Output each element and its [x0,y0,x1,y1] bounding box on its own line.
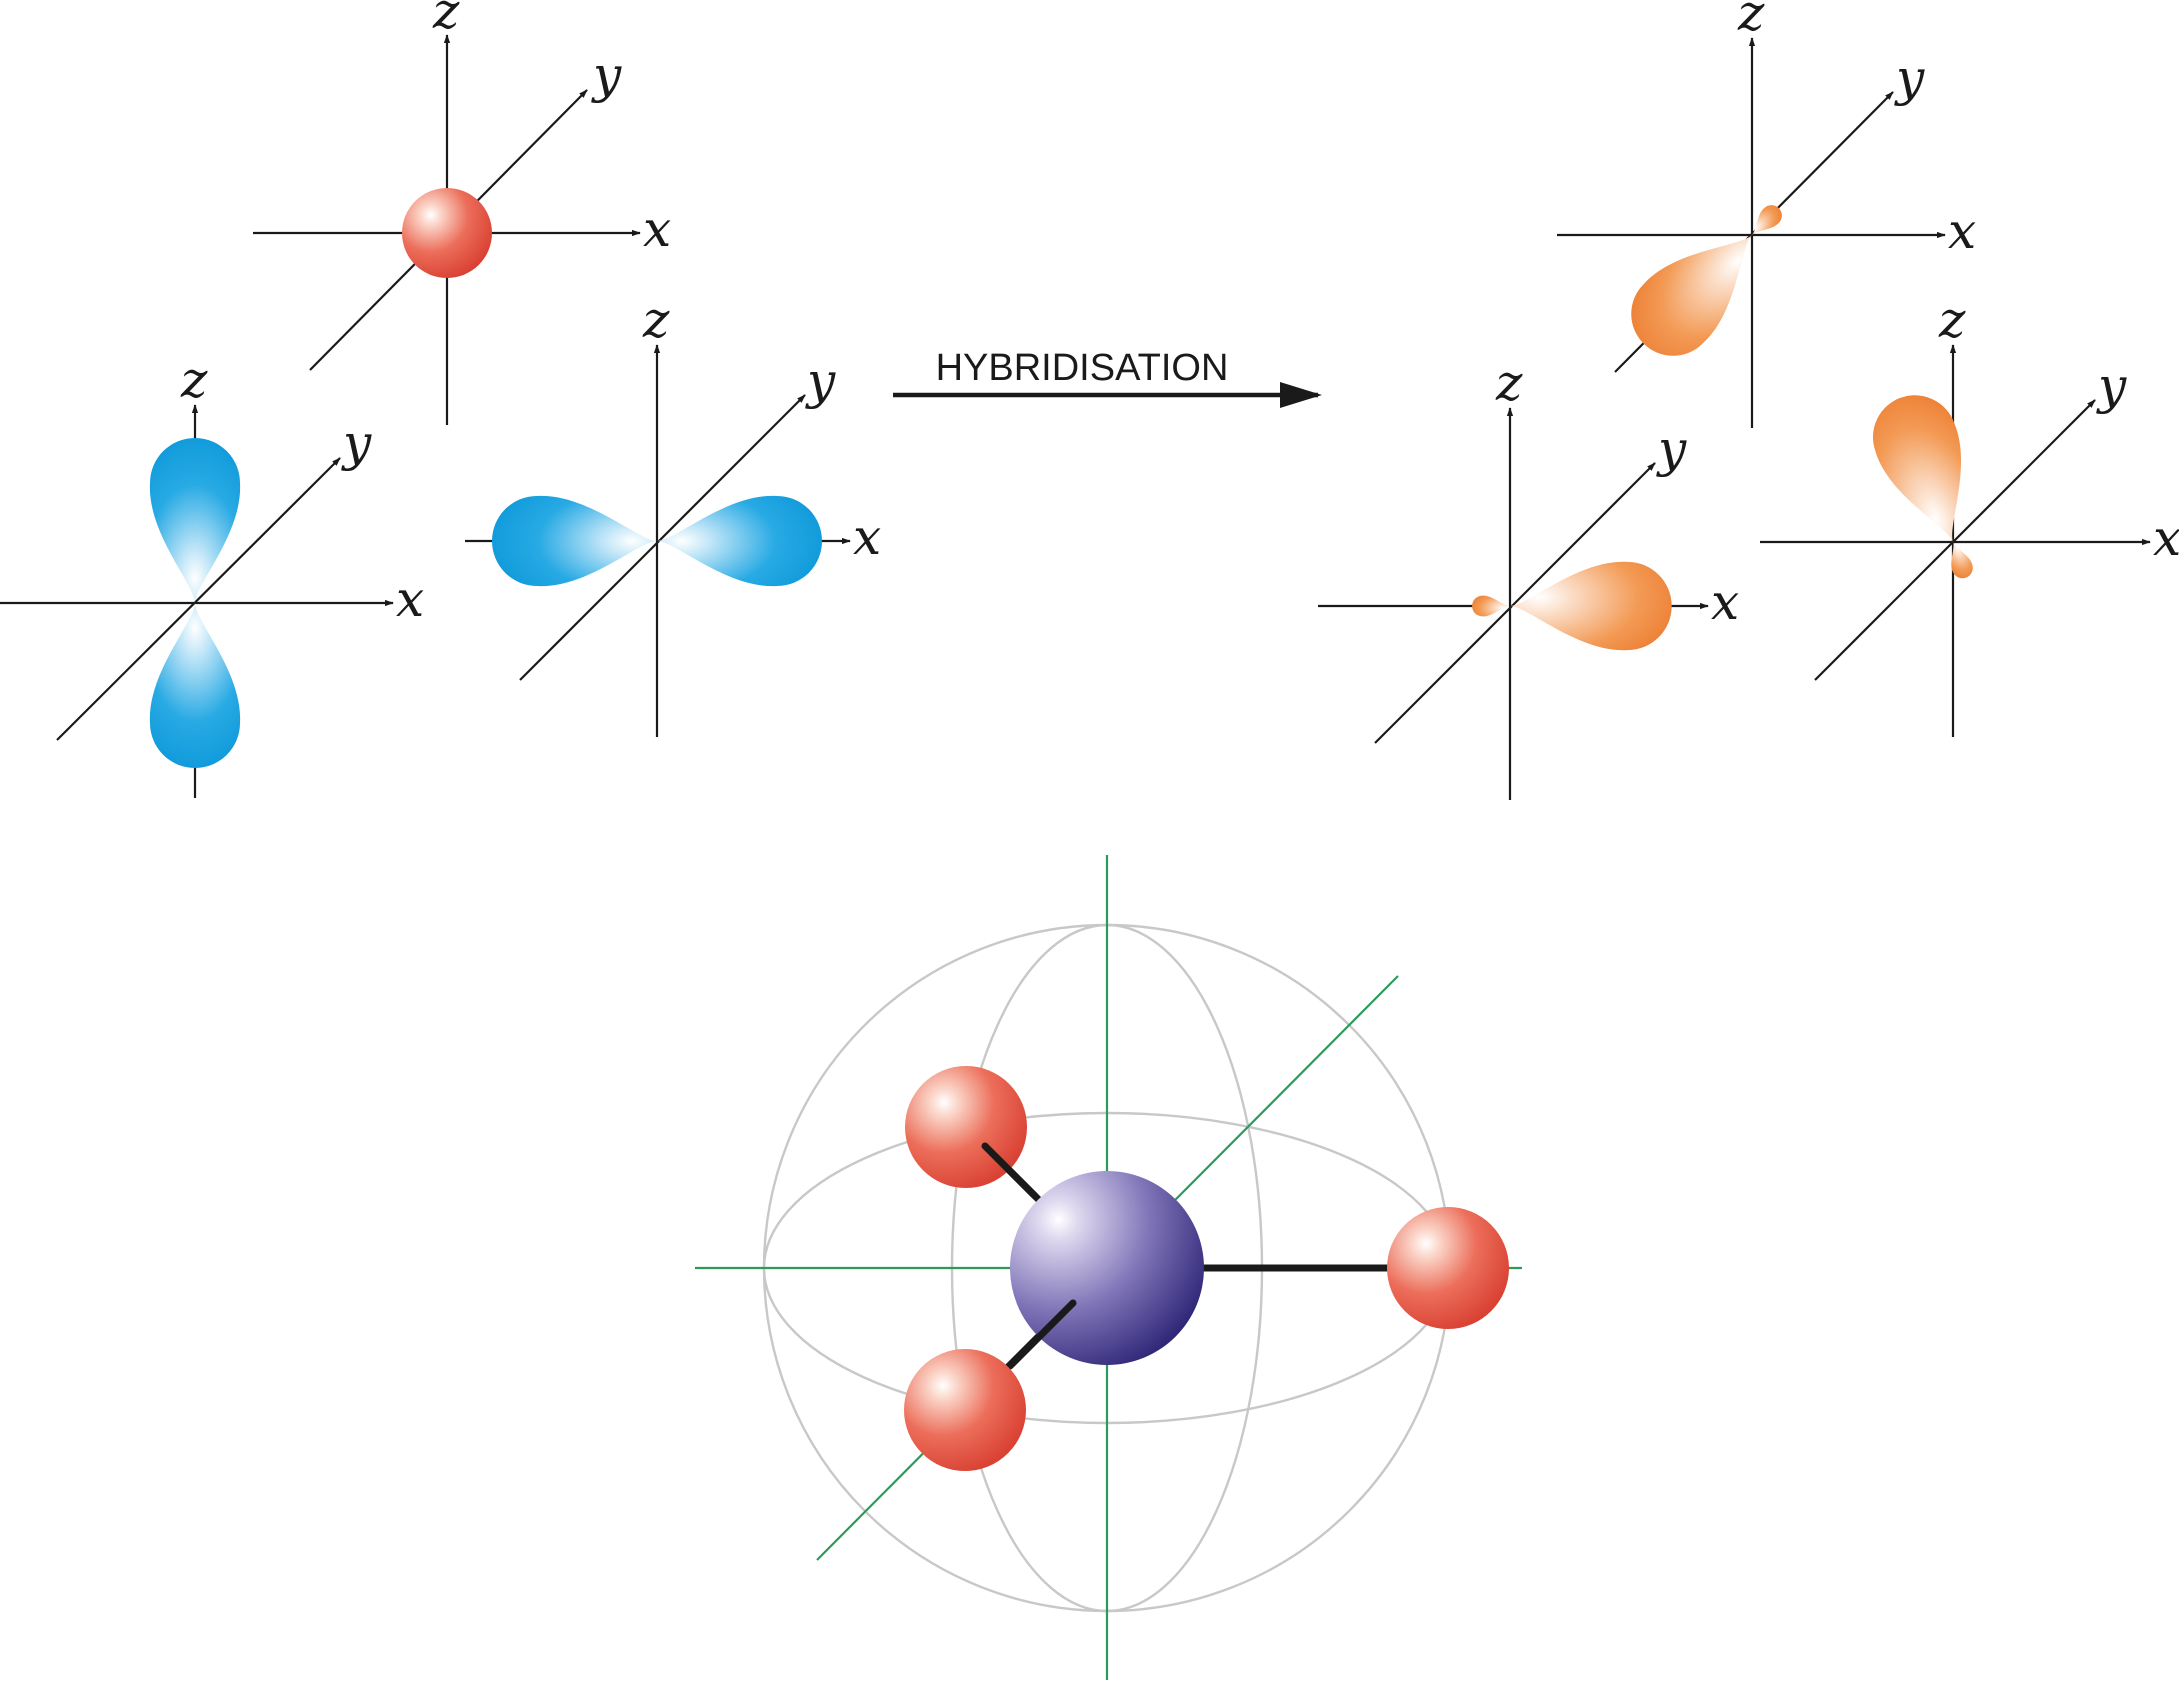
pz-orbital-axes: x y z [0,351,424,798]
sp2-hybrid-orbital-2: x y z [1318,354,1739,800]
z-axis-label: z [642,291,670,349]
y-axis [56,457,341,741]
hybrid-lobe-small [1943,538,1976,582]
x-axis-label: x [853,508,881,566]
z-axis-label: z [1495,354,1523,412]
z-axis-label: z [432,0,460,40]
hybrid-lobe-large [1510,561,1672,651]
s-orbital-axes: x y z [253,0,671,425]
bond-upper-left-front [981,1142,1039,1200]
outer-atom-right [1387,1207,1509,1329]
bond-lower-left-front [1006,1299,1077,1370]
sp2-hybrid-orbital-1: x y z [1557,0,1976,428]
p-orbital-lobe-lower [149,603,241,768]
z-axis-label: z [180,351,208,409]
x-axis-label: x [2153,509,2179,567]
hybrid-lobe-large [1861,383,1993,557]
hybridisation-arrow: HYBRIDISATION [893,347,1322,408]
z-axis-label: z [1938,291,1966,349]
outer-atom-lower-left [904,1349,1026,1471]
x-axis-label: x [396,570,424,628]
arrow-head [1280,382,1322,408]
y-axis-label: y [591,46,622,104]
p-orbital-lobe-upper [149,438,241,603]
p-orbital-lobe-left [492,495,657,587]
z-axis-label: z [1737,0,1765,42]
x-axis-label: x [1711,573,1739,631]
y-axis-label: y [341,414,372,472]
y-axis [1374,462,1656,744]
y-axis [1814,399,2096,681]
x-axis-label: x [1948,202,1976,260]
y-axis [519,394,806,681]
trigonal-planar-molecule [695,855,1522,1680]
sp2-hybrid-orbital-3: x y z [1760,291,2179,737]
px-orbital-axes: x y z [465,291,881,737]
p-orbital-lobe-right [657,495,822,587]
x-axis-label: x [643,200,671,258]
arrow-label: HYBRIDISATION [936,347,1229,389]
y-axis-label: y [2096,357,2127,415]
y-axis-label: y [1656,420,1687,478]
s-orbital-sphere [402,188,492,278]
y-axis-label: y [805,352,836,410]
y-axis-label: y [1894,49,1925,107]
